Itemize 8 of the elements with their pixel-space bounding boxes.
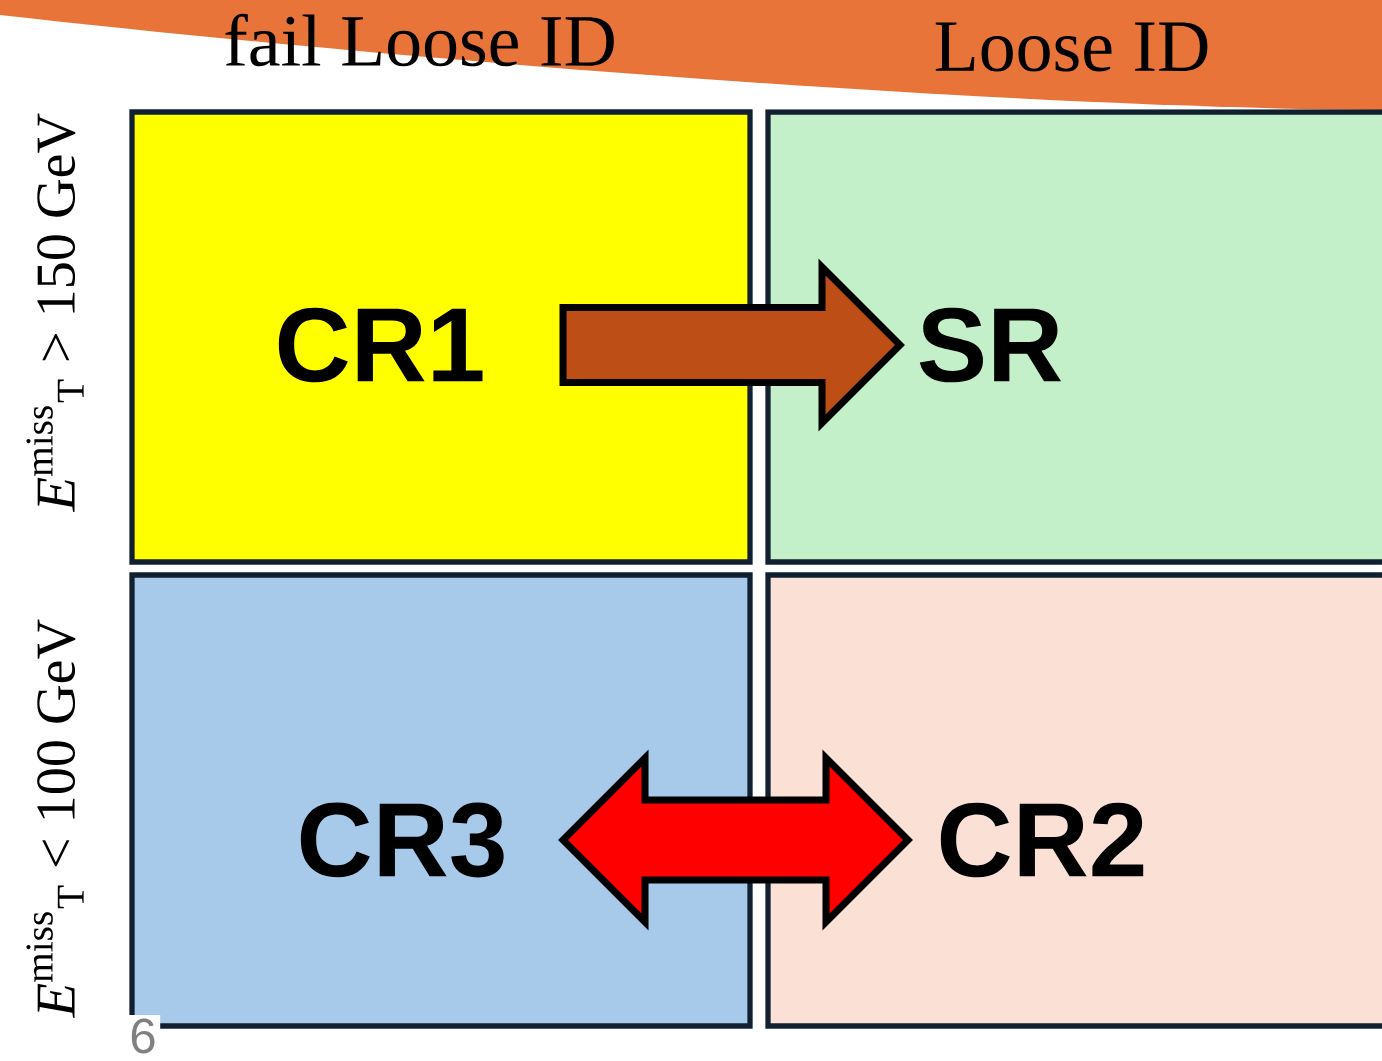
block-arrow — [559, 258, 905, 432]
column-header: Loose ID — [935, 22, 1208, 72]
axis-label: E$^{miss}$$_{T}$ > 150 GeV — [26, 113, 84, 512]
page-number: 6 — [125, 1015, 161, 1057]
axis-label: E$^{miss}$$_{T}$ < 100 GeV — [26, 619, 84, 1018]
region-box: CR2 — [765, 572, 1382, 1029]
region-box: SR — [765, 109, 1382, 565]
region-box: CR1 — [129, 109, 753, 565]
